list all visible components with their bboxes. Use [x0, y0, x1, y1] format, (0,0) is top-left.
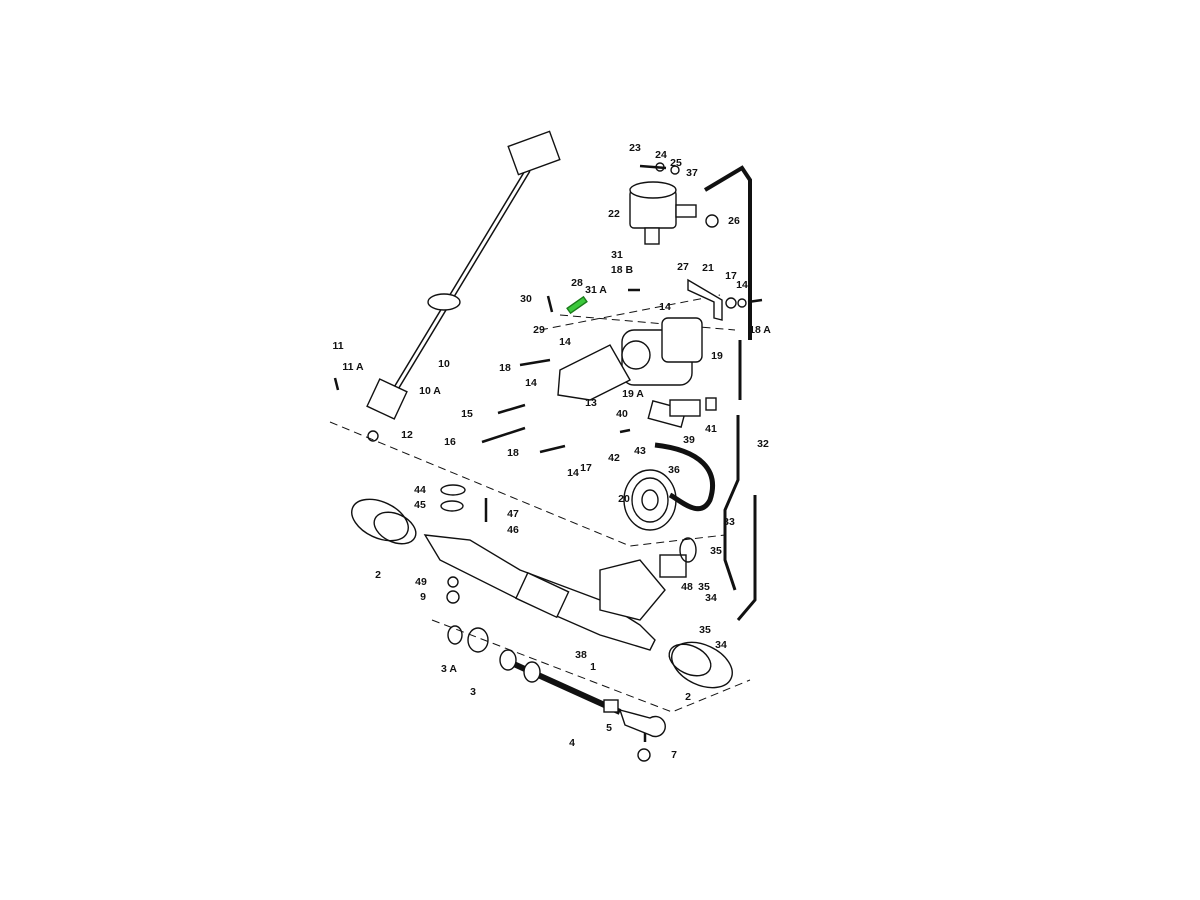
callout-43[interactable]: 43	[634, 445, 646, 457]
callout-28[interactable]: 28	[571, 277, 583, 289]
power-steering-pump	[621, 317, 703, 386]
callout-31[interactable]: 31	[611, 249, 623, 261]
callout-30[interactable]: 30	[520, 293, 532, 305]
callout-11a[interactable]: 11 A	[342, 361, 364, 373]
callout-21[interactable]: 21	[702, 262, 714, 274]
callout-18[interactable]: 18	[499, 362, 511, 374]
callout-19a[interactable]: 19 A	[622, 388, 644, 400]
callout-14[interactable]: 14	[736, 279, 748, 291]
callout-47[interactable]: 47	[507, 508, 519, 520]
callout-17[interactable]: 17	[725, 270, 737, 282]
reservoir	[629, 181, 697, 245]
washers	[367, 162, 747, 762]
callout-4[interactable]: 4	[569, 737, 575, 749]
callout-2[interactable]: 2	[685, 691, 691, 703]
callout-14[interactable]: 14	[525, 377, 537, 389]
callout-34[interactable]: 34	[715, 639, 727, 651]
callout-10a[interactable]: 10 A	[419, 385, 441, 397]
callout-1[interactable]: 1	[590, 661, 596, 673]
callout-49[interactable]: 49	[415, 576, 427, 588]
callout-15[interactable]: 15	[461, 408, 473, 420]
callout-12[interactable]: 12	[401, 429, 413, 441]
callout-34[interactable]: 34	[705, 592, 717, 604]
callout-17[interactable]: 17	[580, 462, 592, 474]
callout-23[interactable]: 23	[629, 142, 641, 154]
callout-36[interactable]: 36	[668, 464, 680, 476]
bolts	[333, 164, 763, 742]
callout-33[interactable]: 33	[723, 516, 735, 528]
callout-14[interactable]: 14	[567, 467, 579, 479]
callout-35[interactable]: 35	[710, 545, 722, 557]
callout-13[interactable]: 13	[585, 397, 597, 409]
callout-32[interactable]: 32	[757, 438, 769, 450]
callout-7[interactable]: 7	[671, 749, 677, 761]
callout-31a[interactable]: 31 A	[585, 284, 607, 296]
callout-19[interactable]: 19	[711, 350, 723, 362]
callout-48[interactable]: 48	[681, 581, 693, 593]
callout-14[interactable]: 14	[559, 336, 571, 348]
callout-37[interactable]: 37	[686, 167, 698, 179]
callout-10[interactable]: 10	[438, 358, 450, 370]
pulley	[623, 469, 677, 531]
callout-26[interactable]: 26	[728, 215, 740, 227]
callout-35[interactable]: 35	[698, 581, 710, 593]
callout-20[interactable]: 20	[618, 493, 630, 505]
callout-40[interactable]: 40	[616, 408, 628, 420]
callout-41[interactable]: 41	[705, 423, 717, 435]
callout-11[interactable]: 11	[332, 340, 344, 352]
callout-25[interactable]: 25	[670, 157, 682, 169]
callout-16[interactable]: 16	[444, 436, 456, 448]
callout-14[interactable]: 14	[659, 301, 671, 313]
callout-38[interactable]: 38	[575, 649, 587, 661]
steering-shaft	[366, 130, 561, 420]
tie-rod	[499, 649, 666, 738]
callout-46[interactable]: 46	[507, 524, 519, 536]
callout-45[interactable]: 45	[414, 499, 426, 511]
callout-22[interactable]: 22	[608, 208, 620, 220]
highlighted-part-28	[566, 295, 588, 315]
callout-29[interactable]: 29	[533, 324, 545, 336]
callout-27[interactable]: 27	[677, 261, 689, 273]
rubber-boots	[351, 498, 733, 689]
callout-9[interactable]: 9	[420, 591, 426, 603]
callout-3[interactable]: 3	[470, 686, 476, 698]
callout-18[interactable]: 18	[507, 447, 519, 459]
callout-44[interactable]: 44	[414, 484, 426, 496]
callout-2[interactable]: 2	[375, 569, 381, 581]
callout-5[interactable]: 5	[606, 722, 612, 734]
callout-35[interactable]: 35	[699, 624, 711, 636]
callout-18a[interactable]: 18 A	[749, 324, 771, 336]
callout-24[interactable]: 24	[655, 149, 667, 161]
steering-rack	[423, 534, 687, 651]
callout-3a[interactable]: 3 A	[441, 663, 457, 675]
callout-18b[interactable]: 18 B	[610, 264, 634, 276]
callout-39[interactable]: 39	[683, 434, 695, 446]
callout-42[interactable]: 42	[608, 452, 620, 464]
